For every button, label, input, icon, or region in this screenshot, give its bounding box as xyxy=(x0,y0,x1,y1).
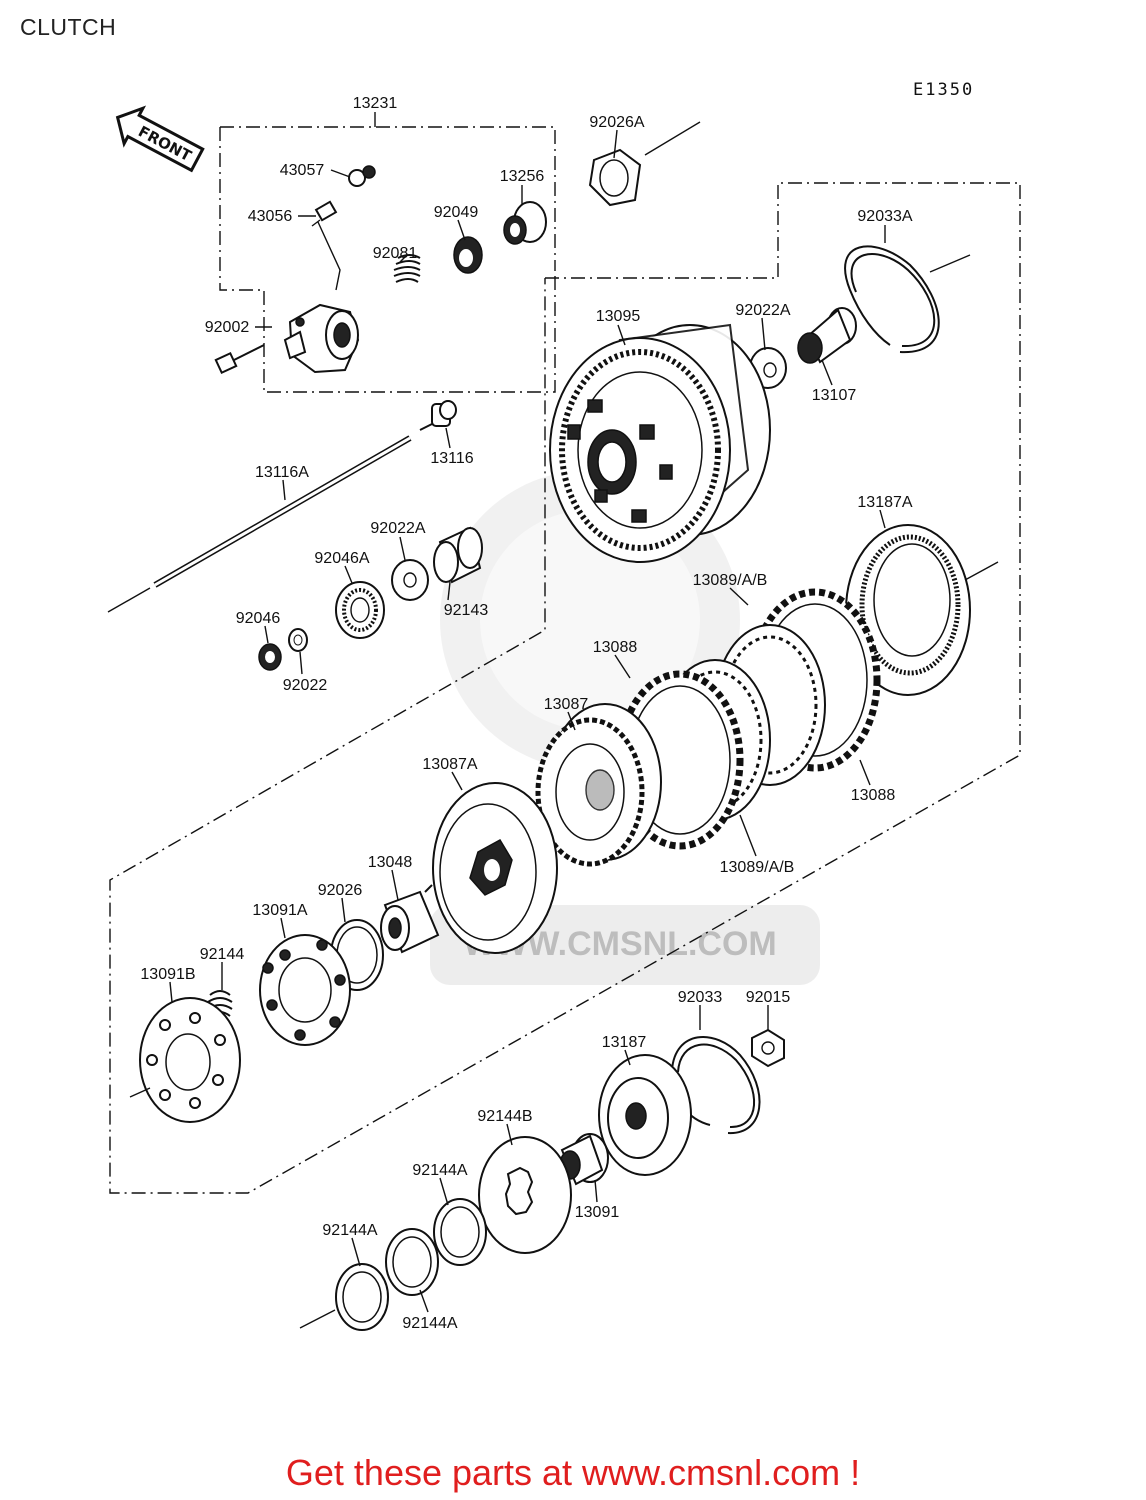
part-92049 xyxy=(453,236,483,274)
part-43057 xyxy=(348,165,376,187)
label-13256: 13256 xyxy=(500,168,545,185)
part-13091 xyxy=(559,1133,609,1186)
label-92081: 92081 xyxy=(373,245,418,262)
label-13048: 13048 xyxy=(368,854,413,871)
leader-lines xyxy=(169,112,886,1313)
label-13231: 13231 xyxy=(353,95,398,112)
label-92144A-2: 92144A xyxy=(322,1222,377,1239)
part-13091A xyxy=(259,934,351,1046)
assembly-frames xyxy=(109,126,1021,1194)
label-92015: 92015 xyxy=(746,989,791,1006)
label-13089AB-bottom: 13089/A/B xyxy=(720,859,795,876)
part-13256 xyxy=(503,201,547,245)
part-13116 xyxy=(419,400,457,431)
part-92046A xyxy=(335,581,385,639)
label-92002: 92002 xyxy=(205,319,250,336)
label-92049: 92049 xyxy=(434,204,479,221)
part-92022A-mid xyxy=(391,559,429,601)
part-92144A-1 xyxy=(433,1198,487,1266)
label-43056: 43056 xyxy=(248,208,293,225)
clutch-exploded-diagram: WWW.CMSNL.COM FRONT xyxy=(107,95,1021,1332)
front-arrow: FRONT xyxy=(115,105,205,173)
label-13095: 13095 xyxy=(596,308,641,325)
label-13107: 13107 xyxy=(812,387,857,404)
part-92081 xyxy=(393,254,421,283)
label-13087: 13087 xyxy=(544,696,589,713)
part-13116A xyxy=(107,435,412,613)
diagram-code: E1350 xyxy=(913,80,975,100)
part-92033A xyxy=(844,245,971,354)
part-13187A xyxy=(845,524,999,696)
label-92144: 92144 xyxy=(200,946,245,963)
part-92022 xyxy=(288,628,308,652)
label-92026: 92026 xyxy=(318,882,363,899)
label-92144B: 92144B xyxy=(477,1108,532,1125)
part-labels: 13231 92026A 43057 13256 43056 92049 920… xyxy=(140,95,912,1332)
part-92144B xyxy=(478,1136,572,1254)
part-92015 xyxy=(751,1028,785,1068)
footer-link[interactable]: Get these parts at www.cmsnl.com ! xyxy=(285,1452,861,1493)
label-13187: 13187 xyxy=(602,1034,647,1051)
part-43056 xyxy=(311,200,341,291)
part-13095 xyxy=(549,323,771,563)
part-13087A xyxy=(432,782,558,954)
label-13187A: 13187A xyxy=(857,494,912,511)
part-13091B xyxy=(129,997,241,1123)
page-title: CLUTCH xyxy=(20,14,117,40)
slave-cylinder xyxy=(283,303,360,374)
label-13091A: 13091A xyxy=(252,902,307,919)
label-92022A-mid: 92022A xyxy=(370,520,425,537)
label-92022: 92022 xyxy=(283,677,328,694)
label-92033A: 92033A xyxy=(857,208,912,225)
label-13088-top: 13088 xyxy=(593,639,638,656)
label-13116: 13116 xyxy=(430,450,473,467)
part-13107 xyxy=(797,307,857,364)
part-92144 xyxy=(207,990,233,1017)
label-13091B: 13091B xyxy=(140,966,195,983)
part-92143 xyxy=(433,526,483,584)
label-13088-right: 13088 xyxy=(851,787,896,804)
label-92144A-1: 92144A xyxy=(412,1162,467,1179)
label-92046A: 92046A xyxy=(314,550,369,567)
label-13116A: 13116A xyxy=(255,464,309,481)
label-13089AB-top: 13089/A/B xyxy=(693,572,768,589)
part-92002 xyxy=(214,344,265,375)
label-13091: 13091 xyxy=(575,1204,620,1221)
label-13087A: 13087A xyxy=(422,756,477,773)
label-43057: 43057 xyxy=(280,162,325,179)
label-92026A: 92026A xyxy=(589,114,644,131)
part-92046 xyxy=(258,643,282,671)
label-92046: 92046 xyxy=(236,610,281,627)
part-92144A-2 xyxy=(385,1228,439,1296)
part-92144A-3 xyxy=(299,1263,389,1331)
part-13048 xyxy=(380,884,440,954)
label-92144A-3: 92144A xyxy=(402,1315,457,1332)
part-13187 xyxy=(598,1054,692,1176)
part-13087 xyxy=(535,703,662,867)
part-92026A xyxy=(588,121,701,207)
label-92022A-top: 92022A xyxy=(735,302,790,319)
label-92143: 92143 xyxy=(444,602,489,619)
label-92033: 92033 xyxy=(678,989,723,1006)
